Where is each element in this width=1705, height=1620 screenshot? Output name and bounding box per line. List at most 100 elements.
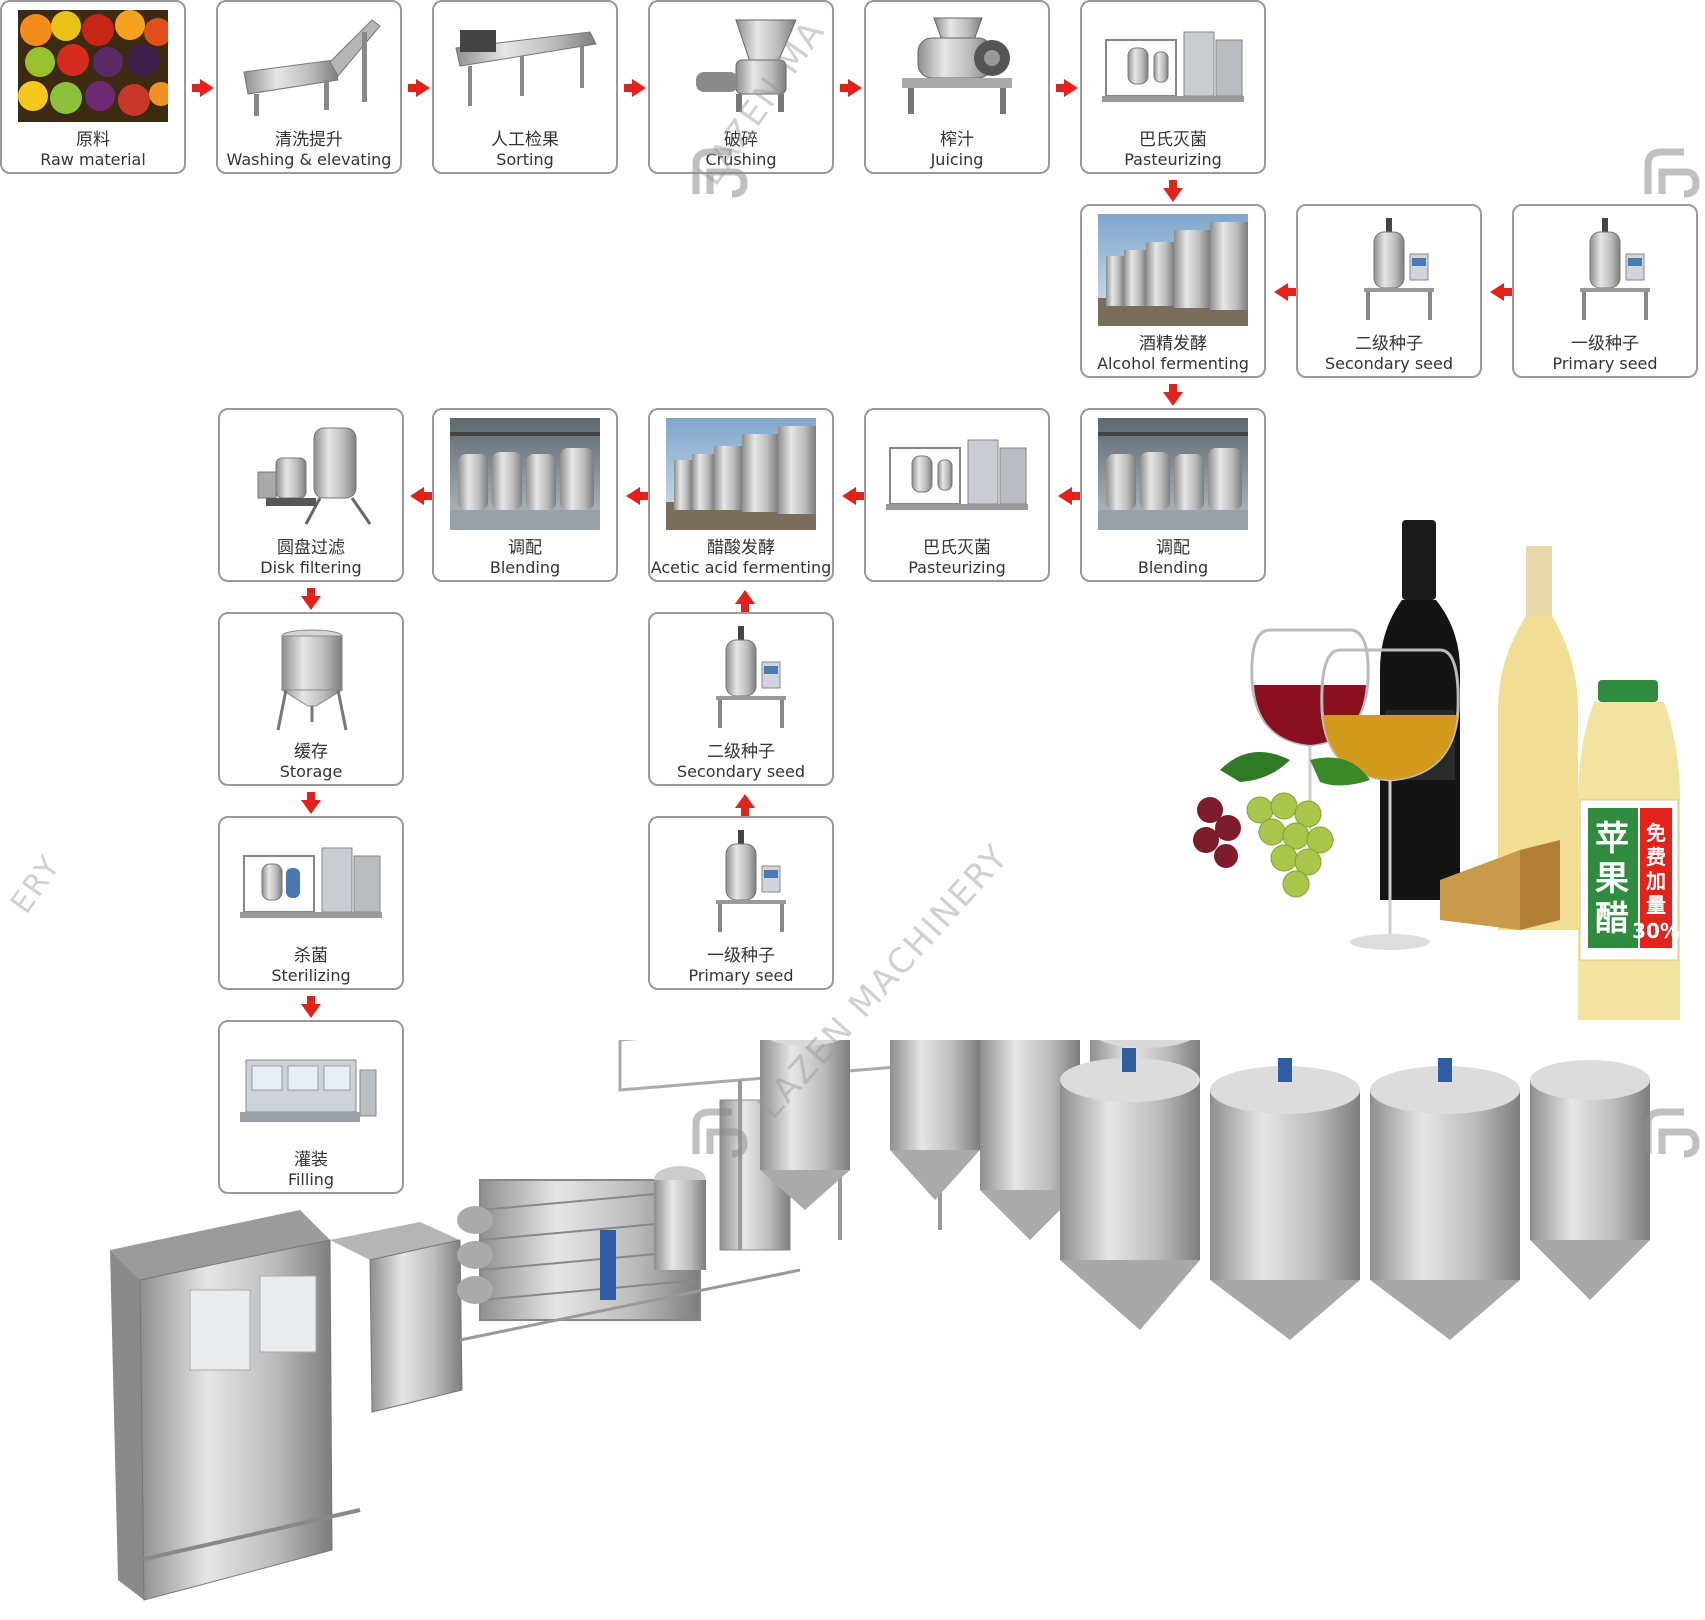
step-label-en: Juicing [930,150,984,169]
arrow-down [1163,384,1183,406]
step-primary-seed-1: 一级种子 Primary seed [1512,204,1698,378]
arrow-left [410,487,432,505]
step-label-zh: 破碎 [724,130,758,150]
seed-fermenter-image [1580,218,1650,320]
storage-tank-image [276,629,348,731]
step-disk-filtering: 圆盘过滤 Disk filtering [218,408,404,582]
step-label-zh: 一级种子 [1571,334,1639,354]
step-acetic-fermenting: 醋酸发酵 Acetic acid fermenting [648,408,834,582]
step-label-en: Washing & elevating [226,150,392,169]
fermentation-tanks-image [666,418,816,530]
blending-tanks-image [450,418,600,530]
arrow-left [842,487,864,505]
step-label-zh: 二级种子 [707,742,775,762]
brand-logo-icon [1644,148,1700,198]
crusher-image [696,19,797,112]
step-pasteurizing-1: 巴氏灭菌 Pasteurizing [1080,0,1266,174]
step-label-en: Acetic acid fermenting [650,558,832,577]
arrow-left [1058,487,1080,505]
arrow-up [735,794,755,816]
step-label-zh: 人工检果 [491,130,559,150]
step-alcohol-fermenting: 酒精发酵 Alcohol fermenting [1080,204,1266,378]
brand-logo-icon [692,1108,748,1158]
step-label-zh: 一级种子 [707,946,775,966]
step-sterilizing: 杀菌 Sterilizing [218,816,404,990]
step-label-zh: 圆盘过滤 [277,538,345,558]
sorting-conveyor-image [455,30,597,106]
step-secondary-seed-1: 二级种子 Secondary seed [1296,204,1482,378]
step-label-zh: 清洗提升 [275,130,343,150]
step-label-zh: 醋酸发酵 [707,538,775,558]
step-label-zh: 杀菌 [294,946,328,966]
arrow-right [840,79,862,97]
filling-machine-image [240,1059,377,1122]
vinegar-badge-char: 加 [1645,869,1666,893]
step-pasteurizing-2: 巴氏灭菌 Pasteurizing [864,408,1050,582]
step-label-zh: 缓存 [294,742,328,762]
seed-fermenter-image [716,830,786,932]
arrow-right [192,79,214,97]
vinegar-wine-product-image: 苹 果 醋 免 费 加 量 30% [1193,520,1680,1020]
step-blending-1: 调配 Blending [1080,408,1266,582]
pasteurizer-image [886,439,1028,510]
step-label-en: Pasteurizing [908,558,1006,577]
step-label-en: Blending [1137,558,1209,577]
step-primary-seed-2: 一级种子 Primary seed [648,816,834,990]
step-label-en: Disk filtering [260,558,362,577]
blending-tanks-image [1098,418,1248,530]
arrow-down [301,996,321,1018]
arrow-right [408,79,430,97]
vinegar-badge-char: 免 [1646,821,1666,845]
watermark-text: ERY [4,849,69,921]
production-line-render [110,1040,1650,1601]
step-label-en: Secondary seed [1325,354,1453,373]
step-label-en: Primary seed [688,966,794,985]
washing-elevator-image [243,19,381,116]
step-label-en: Pasteurizing [1124,150,1222,169]
step-label-zh: 灌装 [294,1150,328,1170]
step-sorting: 人工检果 Sorting [432,0,618,174]
step-label-en: Sterilizing [271,966,351,985]
brand-logo-icon [692,148,748,198]
step-label-zh: 酒精发酵 [1139,334,1207,354]
step-label-en: Sorting [496,150,554,169]
arrow-down [1163,180,1183,202]
arrow-down [301,588,321,610]
seed-fermenter-image [716,626,786,728]
brand-logo-icon [1644,1108,1700,1158]
juicer-image [902,17,1012,114]
arrow-right [624,79,646,97]
vinegar-label-char: 醋 [1595,899,1629,939]
step-label-zh: 调配 [508,538,542,558]
step-label-zh: 榨汁 [940,130,974,150]
vinegar-badge-char: 费 [1646,845,1666,869]
vinegar-badge-char: 30% [1632,919,1680,943]
vinegar-label-char: 苹 [1595,819,1629,859]
arrow-down [301,792,321,814]
step-storage: 缓存 Storage [218,612,404,786]
step-raw-material: 原料 Raw material [0,0,186,174]
pasteurizer-image [1102,31,1244,102]
step-label-en: Primary seed [1552,354,1658,373]
arrow-left [626,487,648,505]
step-washing: 清洗提升 Washing & elevating [216,0,402,174]
arrow-up [735,590,755,612]
vinegar-label-char: 果 [1595,859,1629,899]
fermentation-tanks-image [1098,214,1248,326]
arrow-right [1056,79,1078,97]
step-label-zh: 原料 [76,130,110,150]
step-label-en: Raw material [40,150,146,169]
vinegar-badge-char: 量 [1646,893,1666,917]
step-blending-2: 调配 Blending [432,408,618,582]
step-label-zh: 巴氏灭菌 [923,538,991,558]
step-juicing: 榨汁 Juicing [864,0,1050,174]
step-label-en: Blending [489,558,561,577]
arrow-left [1490,283,1512,301]
step-secondary-seed-2: 二级种子 Secondary seed [648,612,834,786]
fruit-basket-image [18,10,168,122]
step-label-zh: 调配 [1156,538,1190,558]
step-filling: 灌装 Filling [218,1020,404,1194]
seed-fermenter-image [1364,218,1434,320]
disk-filter-image [257,427,372,525]
sterilizer-image [240,847,382,918]
